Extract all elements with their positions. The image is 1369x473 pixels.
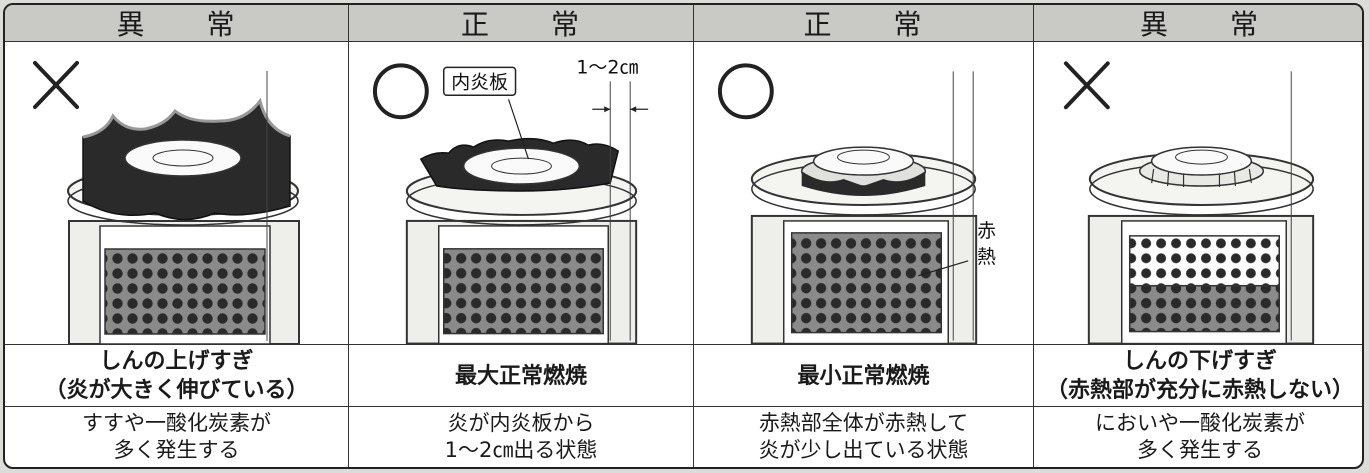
combustion-state-table: 異 常 bbox=[3, 3, 1364, 469]
column-too-high: 異 常 bbox=[5, 5, 348, 467]
caption: 最小正常燃焼 bbox=[694, 344, 1033, 407]
x-mark bbox=[1063, 61, 1110, 110]
description: においや一酸化炭素が 多く発生する bbox=[1034, 406, 1362, 467]
inner-flame-plate bbox=[124, 139, 242, 177]
heater-illustration: 赤 熱 bbox=[694, 41, 1033, 344]
circle-mark bbox=[717, 63, 774, 120]
column-header: 正 常 bbox=[349, 5, 693, 42]
header-char: 正 bbox=[460, 8, 491, 41]
inner-plate-label: 内炎板 bbox=[451, 71, 508, 93]
x-mark bbox=[33, 61, 79, 109]
description: 赤熱部全体が赤熱して 炎が少し出ている状態 bbox=[694, 406, 1033, 467]
heater-illustration: 内炎板 1～2㎝ bbox=[349, 41, 693, 344]
header-char: 異 bbox=[116, 8, 147, 41]
column-min-normal: 正 常 bbox=[693, 5, 1033, 467]
column-header: 異 常 bbox=[5, 5, 348, 42]
header-char: 常 bbox=[893, 8, 924, 41]
description: すすや一酸化炭素が 多く発生する bbox=[5, 406, 348, 467]
wick-red-heat-zone bbox=[442, 248, 605, 335]
wick-red-heat-zone bbox=[790, 232, 943, 334]
header-char: 常 bbox=[551, 8, 582, 41]
red-heat-label: 赤 bbox=[977, 220, 996, 242]
distance-label: 1～2㎝ bbox=[576, 56, 638, 78]
inner-flame-plate bbox=[1150, 146, 1253, 176]
inner-flame-plate bbox=[462, 147, 581, 185]
red-heat-label: 熱 bbox=[977, 246, 996, 268]
header-char: 常 bbox=[206, 8, 237, 41]
column-max-normal: 正 常 bbox=[348, 5, 693, 467]
caption: しんの下げすぎ （赤熱部が充分に赤熱しない） bbox=[1034, 344, 1362, 407]
column-too-low: 異 常 bbox=[1033, 5, 1362, 467]
caption: 最大正常燃焼 bbox=[349, 344, 693, 407]
column-header: 正 常 bbox=[694, 5, 1033, 42]
description: 炎が内炎板から 1～2㎝出る状態 bbox=[349, 406, 693, 467]
header-char: 異 bbox=[1139, 8, 1170, 41]
heater-illustration bbox=[1034, 41, 1362, 344]
column-header: 異 常 bbox=[1034, 5, 1362, 42]
header-char: 正 bbox=[803, 8, 834, 41]
wick-unheated-zone bbox=[1128, 235, 1281, 287]
wick-red-heat-zone bbox=[1128, 284, 1281, 333]
inner-flame-plate bbox=[812, 146, 915, 176]
circle-mark bbox=[372, 63, 429, 120]
heater-illustration bbox=[5, 41, 348, 344]
wick-red-heat-zone bbox=[104, 248, 266, 335]
header-char: 常 bbox=[1230, 8, 1261, 41]
caption: しんの上げすぎ （炎が大きく伸びている） bbox=[5, 344, 348, 407]
